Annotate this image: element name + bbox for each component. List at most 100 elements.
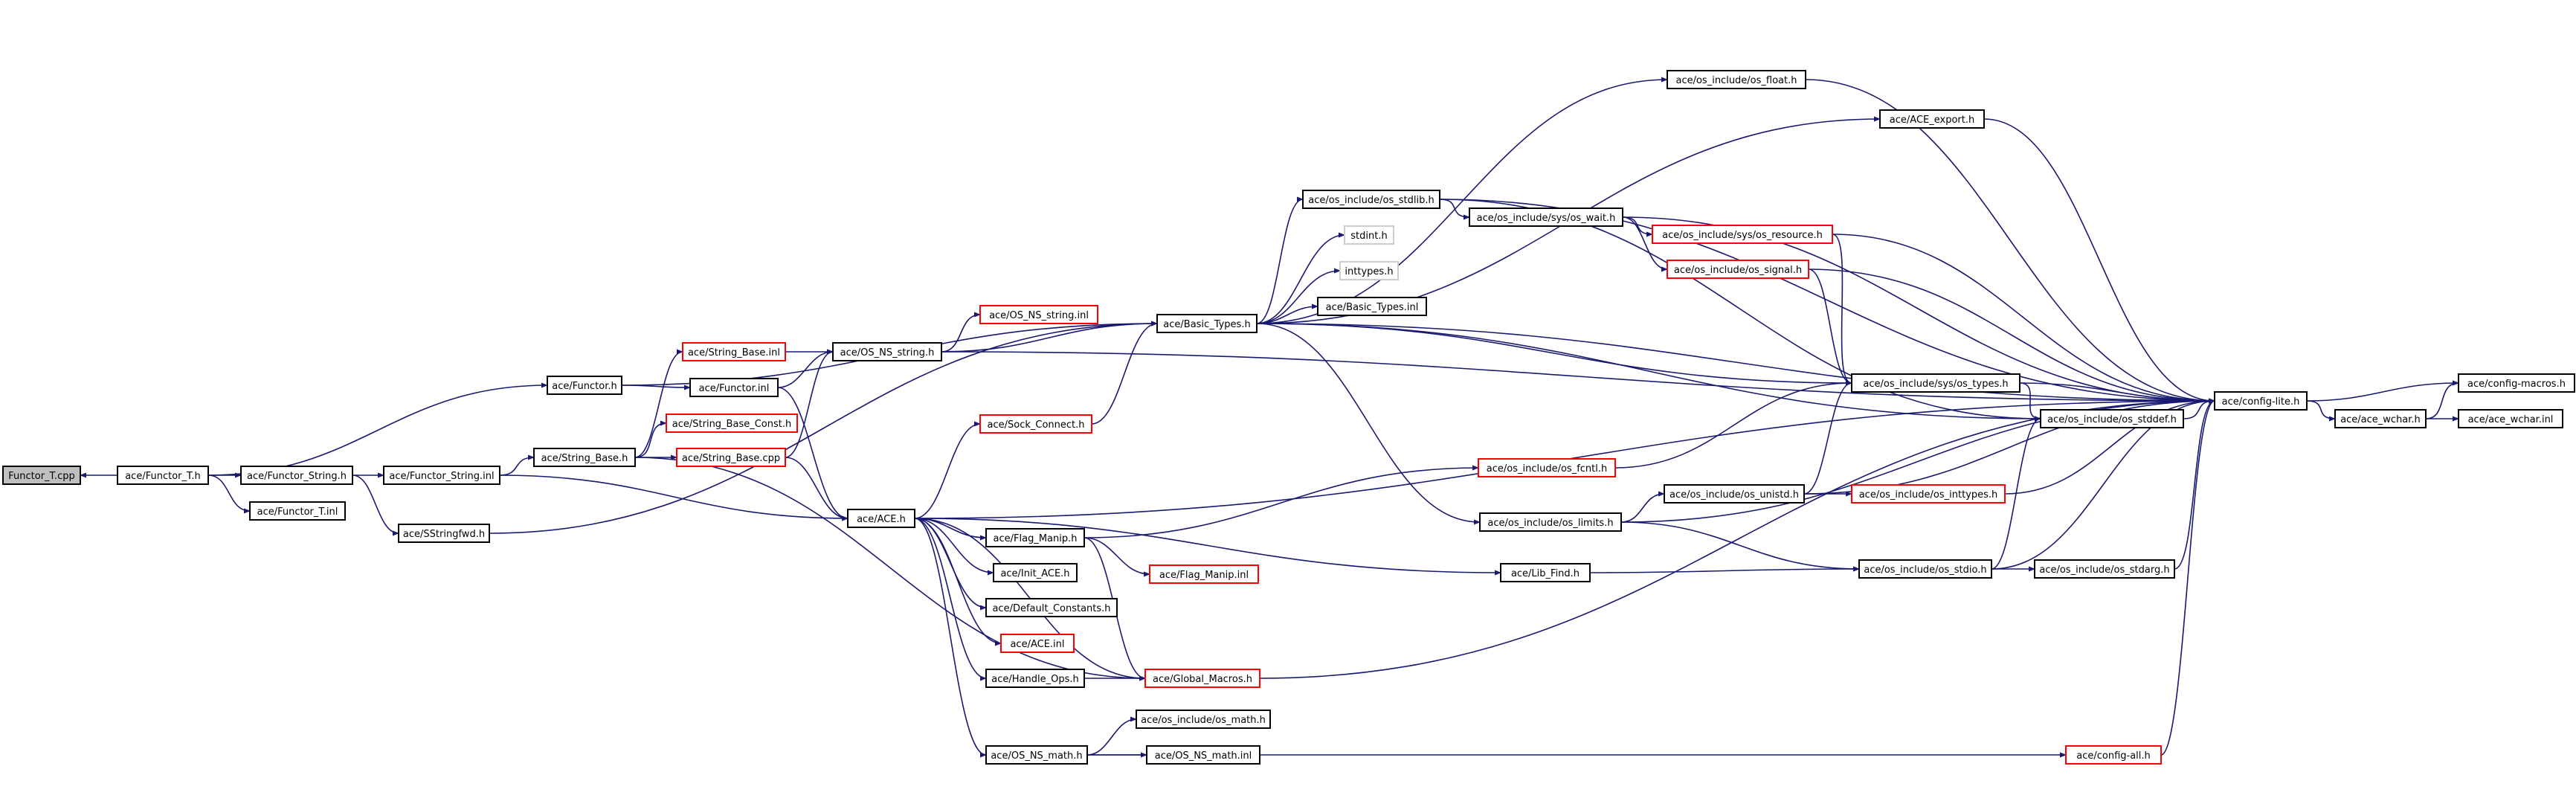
node-label: ace/os_include/sys/os_wait.h (1477, 213, 1616, 224)
node-lib_find_h[interactable]: ace/Lib_Find.h (1500, 563, 1591, 582)
node-box (1344, 225, 1394, 245)
node-os_math_h[interactable]: ace/os_include/os_math.h (1136, 710, 1271, 729)
edge-path (1622, 216, 2215, 404)
edge-path (914, 421, 981, 519)
node-os_ns_math_inl[interactable]: ace/OS_NS_math.inl (1146, 745, 1260, 765)
node-functor_h[interactable]: ace/Functor.h (547, 376, 622, 395)
node-os_ns_math_h[interactable]: ace/OS_NS_math.h (985, 745, 1088, 765)
node-label: ace/String_Base.cpp (682, 453, 780, 464)
edge-basic_types_h-to-os_limits_h (1256, 323, 1481, 525)
node-global_macros_h[interactable]: ace/Global_Macros.h (1144, 669, 1260, 688)
node-string_base_cpp[interactable]: ace/String_Base.cpp (676, 448, 786, 467)
node-default_constants_h[interactable]: ace/Default_Constants.h (985, 598, 1118, 617)
edge-path (1832, 234, 2215, 404)
node-os_ns_string_inl[interactable]: ace/OS_NS_string.inl (979, 305, 1098, 324)
node-inttypes_h[interactable]: inttypes.h (1339, 261, 1399, 280)
edge-string_base_cpp-to-ace_h (785, 457, 849, 521)
node-os_stdlib_h[interactable]: ace/os_include/os_stdlib.h (1302, 190, 1440, 209)
node-functor_string_inl[interactable]: ace/Functor_String.inl (383, 466, 500, 485)
node-label: ace/OS_NS_string.inl (989, 310, 1089, 321)
node-label: ace/Functor_T.h (125, 471, 201, 482)
node-box (682, 342, 786, 361)
node-config_lite_h[interactable]: ace/config-lite.h (2214, 391, 2308, 411)
node-ace_export_h[interactable]: ace/ACE_export.h (1879, 109, 1985, 129)
node-box (533, 448, 636, 467)
node-os_float_h[interactable]: ace/os_include/os_float.h (1667, 70, 1806, 89)
edge-path (914, 518, 994, 576)
node-label: ace/Functor.inl (699, 383, 770, 394)
edge-os_types_h-to-os_stddef_h (2019, 382, 2041, 422)
node-os_stdio_h[interactable]: ace/os_include/os_stdio.h (1858, 559, 1992, 579)
node-box (2334, 409, 2427, 428)
node-os_signal_h[interactable]: ace/os_include/os_signal.h (1667, 260, 1809, 279)
edge-path (785, 349, 834, 458)
node-os_ns_string_h[interactable]: ace/OS_NS_string.h (832, 342, 942, 361)
node-box (2065, 745, 2162, 765)
edge-os_ns_string_h-to-basic_types_h (941, 321, 1158, 353)
edge-path (207, 382, 548, 476)
edge-os_fcntl_h-to-os_types_h (1614, 380, 1852, 469)
edge-path (1808, 268, 1852, 386)
node-init_ace_h[interactable]: ace/Init_ACE.h (993, 563, 1078, 582)
node-label: ace/config-all.h (2076, 750, 2151, 762)
edge-ace_export_h-to-config_lite_h (1983, 118, 2215, 404)
node-flag_manip_inl[interactable]: ace/Flag_Manip.inl (1149, 564, 1259, 584)
node-config_all_h[interactable]: ace/config-all.h (2065, 745, 2162, 765)
edge-path (914, 518, 987, 758)
node-label: ace/Global_Macros.h (1153, 674, 1252, 685)
node-label: ace/os_include/os_math.h (1141, 715, 1266, 726)
node-ace_inl[interactable]: ace/ACE.inl (1000, 634, 1075, 653)
node-os_resource_h[interactable]: ace/os_include/sys/os_resource.h (1652, 225, 1833, 244)
node-box (398, 524, 490, 543)
node-functor_t_inl[interactable]: ace/Functor_T.inl (249, 501, 346, 521)
node-ace_wchar_inl[interactable]: ace/ace_wchar.inl (2458, 409, 2563, 428)
node-os_stddef_h[interactable]: ace/os_include/os_stddef.h (2040, 409, 2184, 428)
edge-os_wait_h-to-config_lite_h (1622, 216, 2215, 404)
node-label: stdint.h (1350, 231, 1387, 242)
node-os_unistd_h[interactable]: ace/os_include/os_unistd.h (1664, 484, 1805, 504)
node-ace_h[interactable]: ace/ACE.h (847, 509, 915, 528)
edge-ace_h-to-ace_inl (914, 518, 1002, 646)
node-box (666, 414, 798, 433)
edge-path (499, 454, 535, 476)
node-os_fcntl_h[interactable]: ace/os_include/os_fcntl.h (1478, 458, 1616, 477)
node-label: ace/os_include/os_stdio.h (1864, 564, 1986, 576)
node-flag_manip_h[interactable]: ace/Flag_Manip.h (985, 528, 1085, 547)
node-functor_string_h[interactable]: ace/Functor_String.h (240, 466, 353, 485)
edge-path (1620, 521, 1860, 572)
node-os_stdarg_h[interactable]: ace/os_include/os_stdarg.h (2034, 559, 2175, 579)
node-handle_ops_h[interactable]: ace/Handle_Ops.h (985, 669, 1085, 688)
node-box (1144, 669, 1260, 688)
node-os_limits_h[interactable]: ace/os_include/os_limits.h (1479, 512, 1622, 532)
node-box (1156, 314, 1258, 333)
node-os_types_h[interactable]: ace/os_include/sys/os_types.h (1851, 373, 2020, 393)
edge-path (1983, 118, 2215, 404)
node-box (2, 466, 81, 485)
node-sock_connect_h[interactable]: ace/Sock_Connect.h (979, 414, 1092, 434)
node-box (832, 342, 942, 361)
node-box (547, 376, 622, 395)
node-label: ace/Functor_String.inl (389, 471, 494, 482)
node-os_wait_h[interactable]: ace/os_include/sys/os_wait.h (1469, 208, 1623, 227)
node-functor_t_h[interactable]: ace/Functor_T.h (117, 466, 209, 485)
node-stdint_h[interactable]: stdint.h (1344, 225, 1394, 245)
edge-path (489, 321, 1158, 534)
node-box (1146, 745, 1260, 765)
node-basic_types_h[interactable]: ace/Basic_Types.h (1156, 314, 1258, 333)
node-sstringfwd_h[interactable]: ace/SStringfwd.h (398, 524, 490, 543)
node-basic_types_inl[interactable]: ace/Basic_Types.inl (1317, 297, 1427, 316)
node-label: ace/OS_NS_math.inl (1155, 750, 1252, 762)
node-config_macros_h[interactable]: ace/config-macros.h (2458, 373, 2575, 393)
edge-global_macros_h-to-config_lite_h (1259, 398, 2215, 679)
node-os_inttypes_h[interactable]: ace/os_include/os_inttypes.h (1851, 484, 2006, 504)
edge-ace_h-to-lib_find_h (914, 518, 1501, 576)
node-string_base_inl[interactable]: ace/String_Base.inl (682, 342, 786, 361)
node-functor_inl[interactable]: ace/Functor.inl (689, 378, 779, 397)
edge-path (634, 349, 683, 458)
node-string_base_h[interactable]: ace/String_Base.h (533, 448, 636, 467)
edge-path (1589, 566, 1860, 573)
node-string_base_const_h[interactable]: ace/String_Base_Const.h (666, 414, 798, 433)
edge-basic_types_h-to-config_lite_h (1256, 323, 2215, 404)
node-ace_wchar_h[interactable]: ace/ace_wchar.h (2334, 409, 2427, 428)
edge-path (914, 518, 1002, 646)
